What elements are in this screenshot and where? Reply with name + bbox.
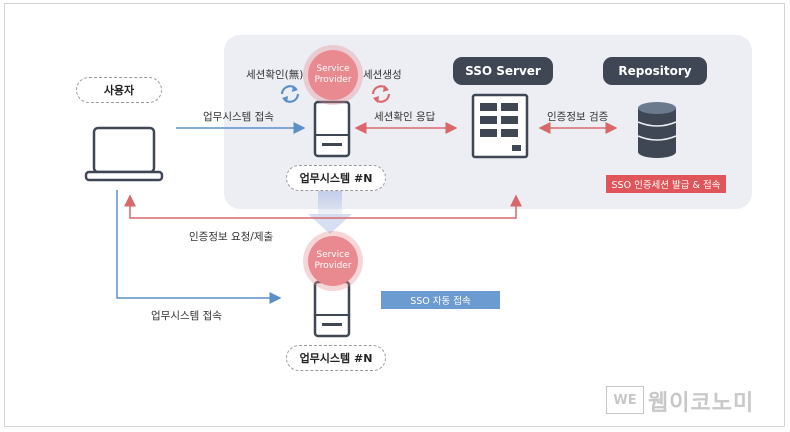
label-auth-verify: 인증정보 검증 bbox=[547, 111, 609, 123]
fade-connector bbox=[308, 188, 352, 234]
label-session-none: 세션확인(無) bbox=[246, 69, 304, 81]
repository-label: Repository bbox=[603, 57, 707, 85]
database-icon bbox=[637, 102, 677, 158]
system-bottom-label: 업무시스템 #N bbox=[286, 345, 386, 371]
server-icon bbox=[313, 100, 351, 158]
refresh-icon bbox=[280, 85, 300, 103]
sso-auto-badge: SSO 자동 접속 bbox=[381, 291, 500, 309]
sp-line-1: Service bbox=[316, 64, 350, 74]
refresh-icon bbox=[371, 85, 391, 103]
label-access-bottom: 업무시스템 접속 bbox=[151, 310, 222, 322]
label-session-response: 세션확인 응답 bbox=[374, 111, 436, 123]
label-auth-request: 인증정보 요청/제출 bbox=[189, 231, 274, 243]
label-session-create: 세션생성 bbox=[363, 69, 402, 81]
server-rack-icon bbox=[471, 93, 529, 159]
sso-server-label: SSO Server bbox=[453, 57, 553, 85]
sp-line-2: Provider bbox=[314, 75, 352, 85]
sp-line-2: Provider bbox=[314, 261, 352, 271]
system-top-label: 업무시스템 #N bbox=[286, 165, 386, 191]
sso-issue-badge: SSO 인증세션 발급 & 접속 bbox=[606, 175, 726, 193]
watermark-logo: WE bbox=[606, 386, 644, 414]
user-label: 사용자 bbox=[76, 77, 162, 103]
laptop-icon bbox=[84, 126, 164, 182]
watermark-text: 웹이코노미 bbox=[648, 391, 755, 416]
arrow-auth-request bbox=[124, 194, 522, 219]
arrow-access-bottom bbox=[116, 190, 282, 304]
label-access-top: 업무시스템 접속 bbox=[203, 111, 274, 123]
server-icon bbox=[313, 280, 351, 338]
sp-line-1: Service bbox=[316, 250, 350, 260]
